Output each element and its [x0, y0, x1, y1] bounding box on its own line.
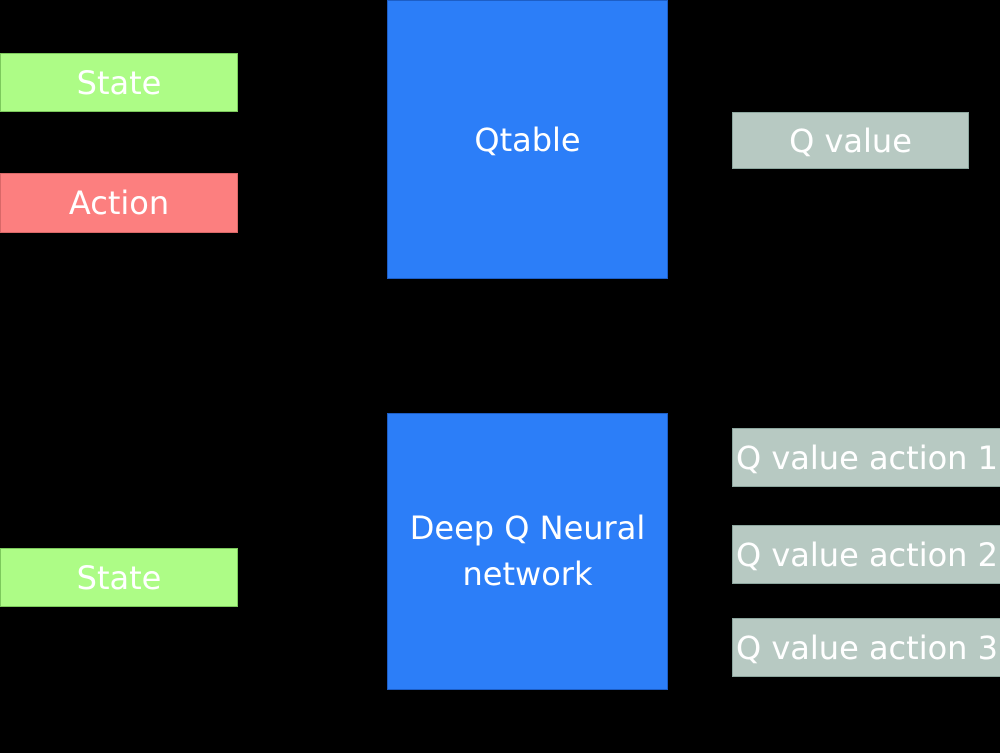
q-value-action-1-box: Q value action 1 [732, 428, 1000, 487]
qlearning-qvalue-box: Q value [732, 112, 969, 169]
q-value-action-3-label: Q value action 3 [736, 628, 998, 667]
qlearning-action-box: Action [0, 173, 238, 233]
deep-qlearning-state-label: State [76, 558, 162, 597]
qlearning-qtable-label: Qtable [474, 120, 581, 159]
qlearning-state-label: State [76, 63, 162, 102]
q-value-action-2-label: Q value action 2 [736, 535, 998, 574]
q-value-action-3-box: Q value action 3 [732, 618, 1000, 677]
deep-q-neural-network-label: Deep Q Neural network [409, 509, 646, 593]
qlearning-state-box: State [0, 53, 238, 112]
q-value-action-1-label: Q value action 1 [736, 438, 998, 477]
q-value-action-2-box: Q value action 2 [732, 525, 1000, 584]
qlearning-qtable-box: Qtable [387, 0, 668, 279]
deep-q-neural-network-box: Deep Q Neural network [387, 413, 668, 690]
deep-qlearning-state-box: State [0, 548, 238, 607]
qlearning-action-label: Action [68, 184, 170, 222]
qlearning-qvalue-label: Q value [789, 121, 912, 160]
